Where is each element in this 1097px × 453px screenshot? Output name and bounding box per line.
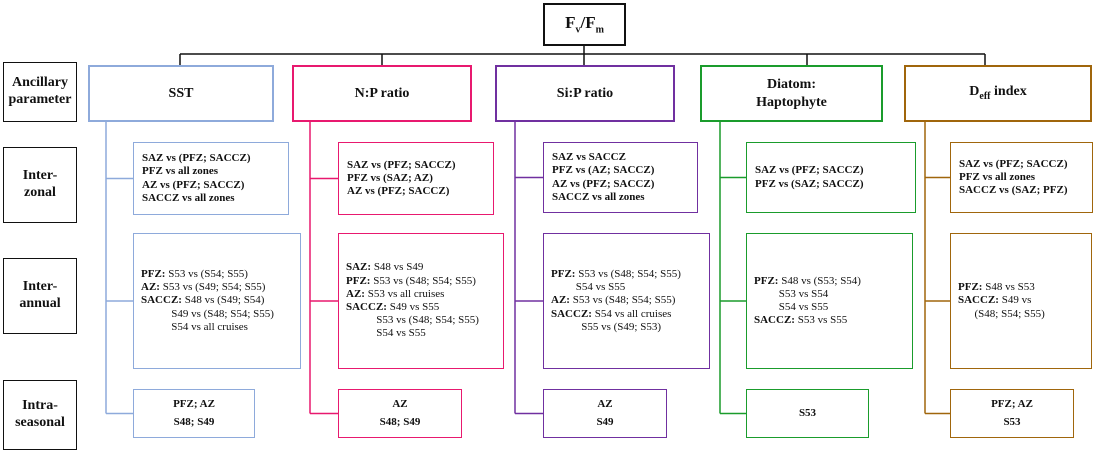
header-np: N:P ratio	[292, 65, 472, 122]
header-text: Diatom:	[767, 77, 816, 92]
interannual-deff-line: SACCZ: S49 vs	[958, 294, 1032, 307]
intraseasonal-deff-line: S53	[1003, 415, 1021, 428]
row-label-intra-seasonal: Intra-seasonal	[3, 380, 77, 450]
interannual-sst-line: PFZ: S53 vs (S54; S55)	[141, 268, 248, 281]
root-label: Fv/Fm	[565, 13, 604, 36]
interzonal-sst-line: AZ vs (PFZ; SACCZ)	[142, 178, 245, 191]
header-text: Si:P ratio	[556, 85, 614, 101]
interzonal-deff-line: PFZ vs all zones	[959, 170, 1036, 183]
interannual-dh-line: PFZ: S48 vs (S53; S54)	[754, 274, 861, 287]
interannual-sst-line: S54 vs all cruises	[141, 320, 248, 333]
interannual-deff-line: (S48; S54; S55)	[958, 307, 1045, 320]
interannual-sip-line: AZ: S53 vs (S48; S54; S55)	[551, 294, 676, 307]
interannual-np-line: AZ: S53 vs all cruises	[346, 287, 445, 300]
header-text: Haptophyte	[756, 94, 827, 110]
intraseasonal-sip-line: AZ	[597, 398, 613, 411]
interzonal-np-line: PFZ vs (SAZ; AZ)	[347, 171, 433, 184]
header-deff: Deff index	[904, 65, 1092, 122]
intraseasonal-box-sst: PFZ; AZ S48; S49	[133, 389, 255, 438]
interannual-np-line: PFZ: S53 vs (S48; S54; S55)	[346, 274, 476, 287]
intraseasonal-box-deff: PFZ; AZ S53	[950, 389, 1074, 438]
interannual-np-line: SACCZ: S49 vs S55	[346, 301, 440, 313]
interzonal-dh-line: SAZ vs (PFZ; SACCZ)	[755, 164, 864, 177]
intraseasonal-np-line: S48; S49	[379, 415, 421, 428]
interannual-sip-line: PFZ: S53 vs (S48; S54; S55)	[551, 268, 681, 281]
row-label-inter-zonal: Inter-zonal	[3, 147, 77, 223]
interannual-dh-line: S53 vs S54	[754, 287, 829, 300]
interannual-dh-line: SACCZ: S53 vs S55	[754, 314, 848, 327]
interzonal-sip-line: SAZ vs SACCZ	[552, 151, 626, 164]
interannual-sst-line: S49 vs (S48; S54; S55)	[141, 307, 274, 320]
intraseasonal-dh-line: S53	[798, 406, 817, 419]
interzonal-box-np: SAZ vs (PFZ; SACCZ)PFZ vs (SAZ; AZ)AZ vs…	[338, 142, 494, 215]
interannual-sip-line: SACCZ: S54 vs all cruises	[551, 307, 672, 320]
intraseasonal-sst-line: S48; S49	[173, 415, 215, 428]
intraseasonal-box-dh: S53	[746, 389, 869, 438]
header-text: SST	[168, 85, 194, 101]
intraseasonal-np-line: AZ	[392, 398, 408, 411]
interannual-sst-line: AZ: S53 vs (S49; S54; S55)	[141, 281, 266, 294]
header-sst: SST	[88, 65, 274, 122]
header-sip: Si:P ratio	[495, 65, 675, 122]
interannual-np-line: S53 vs (S48; S54; S55)	[346, 314, 479, 327]
intraseasonal-box-sip: AZ S49	[543, 389, 667, 438]
interannual-np-line: S54 vs S55	[346, 327, 426, 340]
row-label-inter-annual: Inter-annual	[3, 258, 77, 334]
interzonal-np-line: SAZ vs (PFZ; SACCZ)	[347, 158, 456, 171]
interzonal-box-dh: SAZ vs (PFZ; SACCZ)PFZ vs (SAZ; SACCZ)	[746, 142, 916, 213]
header-dh: Diatom: Haptophyte	[700, 65, 883, 122]
root-box: Fv/Fm	[543, 3, 626, 46]
interannual-sip-line: S55 vs (S49; S53)	[551, 320, 662, 333]
interzonal-sip-line: SACCZ vs all zones	[552, 190, 645, 203]
interzonal-sst-line: SAZ vs (PFZ; SACCZ)	[142, 152, 251, 165]
interzonal-sst-line: PFZ vs all zones	[142, 165, 219, 178]
interzonal-sst-line: SACCZ vs all zones	[142, 191, 235, 204]
interannual-deff-line: PFZ: S48 vs S53	[958, 281, 1035, 294]
interannual-box-sst: PFZ: S53 vs (S54; S55)AZ: S53 vs (S49; S…	[133, 233, 301, 369]
interannual-box-dh: PFZ: S48 vs (S53; S54) S53 vs S54 S54 vs…	[746, 233, 913, 369]
interzonal-dh-line: PFZ vs (SAZ; SACCZ)	[755, 177, 864, 190]
interzonal-deff-line: SAZ vs (PFZ; SACCZ)	[959, 157, 1068, 170]
interannual-sip-line: S54 vs S55	[551, 281, 626, 294]
interzonal-deff-line: SACCZ vs (SAZ; PFZ)	[959, 184, 1068, 197]
interannual-np-line: SAZ: S48 vs S49	[346, 261, 424, 274]
intraseasonal-deff-line: PFZ; AZ	[991, 398, 1033, 411]
interzonal-np-line: AZ vs (PFZ; SACCZ)	[347, 185, 450, 198]
header-text: Deff index	[969, 84, 1027, 103]
intraseasonal-sip-line: S49	[596, 415, 614, 428]
interzonal-sip-line: PFZ vs (AZ; SACCZ)	[552, 164, 655, 177]
header-text: N:P ratio	[354, 85, 410, 101]
interannual-sst-line: SACCZ: S48 vs (S49; S54)	[141, 294, 265, 307]
interannual-dh-line: S54 vs S55	[754, 301, 829, 313]
intraseasonal-sst-line: PFZ; AZ	[173, 398, 215, 411]
intraseasonal-box-np: AZ S48; S49	[338, 389, 462, 438]
interzonal-sip-line: AZ vs (PFZ; SACCZ)	[552, 177, 655, 190]
